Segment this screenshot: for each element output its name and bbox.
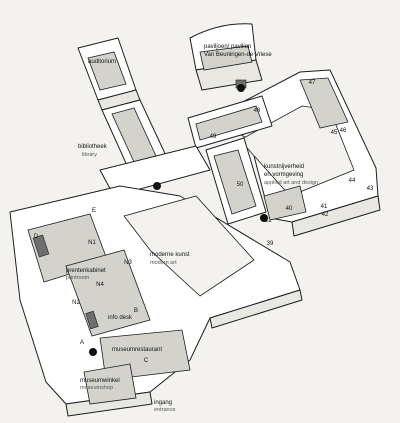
room-50: 50 bbox=[237, 182, 244, 188]
pavilion-name-label: Van Beuningen-de Vriese bbox=[204, 52, 272, 58]
room-44: 44 bbox=[349, 178, 356, 184]
room-51: 51 bbox=[265, 218, 272, 224]
gallery-50 bbox=[205, 137, 267, 225]
museumshop-label-en: museumshop bbox=[80, 385, 113, 391]
room-40: 40 bbox=[286, 206, 293, 212]
library-label-nl: bibliotheek bbox=[78, 144, 108, 150]
room-n4: N4 bbox=[96, 282, 104, 288]
room-45: 45 bbox=[331, 130, 338, 136]
modern-art-label-en: modern art bbox=[150, 260, 177, 266]
pavilion-label-nl: paviljoen/ pavilion bbox=[204, 44, 251, 50]
room-46: 46 bbox=[340, 128, 347, 134]
library-label-en: library bbox=[82, 152, 97, 158]
central-block bbox=[99, 145, 211, 197]
pavilion-building bbox=[189, 23, 263, 92]
auditorium-wing bbox=[77, 37, 141, 111]
restaurant-label: museumrestaurant bbox=[112, 347, 162, 353]
printroom-label-nl: prentenkabinet bbox=[66, 268, 106, 274]
main-building bbox=[9, 185, 303, 417]
room-41: 41 bbox=[321, 204, 328, 210]
museumshop-label-nl: museumwinkel bbox=[80, 378, 120, 384]
room-47: 47 bbox=[309, 80, 316, 86]
room-48: 48 bbox=[254, 108, 261, 114]
room-d: D bbox=[34, 234, 39, 240]
room-a: A bbox=[80, 340, 84, 346]
info-desk-label: info desk bbox=[108, 315, 133, 321]
room-49: 49 bbox=[210, 134, 217, 140]
room-42: 42 bbox=[322, 212, 329, 218]
auditorium-label: auditorium bbox=[88, 59, 116, 65]
applied-art-label-nl-2: en vormgeving bbox=[264, 172, 303, 178]
printroom-label-en: printroom bbox=[66, 275, 90, 281]
room-43: 43 bbox=[367, 186, 374, 192]
applied-art-label-en: applied art and design bbox=[264, 180, 318, 186]
entrance-label-en: entrance bbox=[154, 407, 175, 413]
room-n3: N3 bbox=[124, 260, 132, 266]
applied-art-label-nl-1: kunstnijverheid bbox=[264, 164, 304, 170]
room-c: C bbox=[144, 358, 149, 364]
room-b: B bbox=[134, 308, 138, 314]
room-e: E bbox=[92, 208, 96, 214]
room-39: 39 bbox=[267, 241, 274, 247]
room-n1: N1 bbox=[88, 240, 96, 246]
room-n2: N2 bbox=[72, 300, 80, 306]
entrance-label-nl: ingang bbox=[154, 400, 172, 406]
north-gallery bbox=[187, 95, 273, 149]
modern-art-label-nl: moderne kunst bbox=[150, 252, 190, 258]
